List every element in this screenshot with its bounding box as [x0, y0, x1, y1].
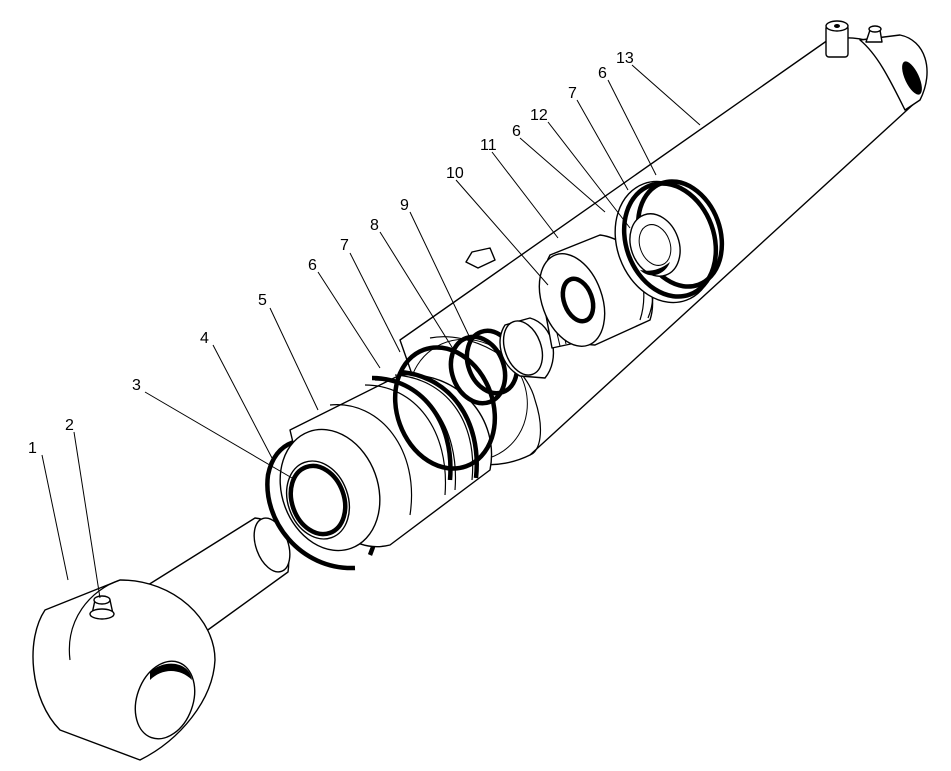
callout-7-gland: 7 — [340, 237, 349, 254]
callout-2: 2 — [65, 417, 74, 434]
callout-6-gland: 6 — [308, 257, 317, 274]
callout-6-piston: 6 — [512, 123, 521, 140]
callout-4: 4 — [200, 330, 209, 347]
end-cap-assembly — [614, 179, 725, 304]
callout-6-cap: 6 — [598, 65, 607, 82]
callout-12: 12 — [530, 107, 548, 124]
gland — [279, 369, 493, 552]
callout-3: 3 — [132, 377, 141, 394]
leader-lines — [41, 64, 701, 599]
callout-7-cap: 7 — [568, 85, 577, 102]
callout-5: 5 — [258, 292, 267, 309]
callout-1: 1 — [28, 440, 37, 457]
callout-10: 10 — [446, 165, 464, 182]
callout-11: 11 — [480, 137, 497, 154]
callout-13: 13 — [616, 50, 634, 67]
callout-8: 8 — [370, 217, 379, 234]
callout-labels: 1 2 3 4 5 6 7 8 9 10 11 6 12 7 6 13 — [28, 50, 634, 457]
callout-9: 9 — [400, 197, 409, 214]
rod-clevis — [32, 579, 216, 761]
grease-fitting — [89, 595, 115, 620]
